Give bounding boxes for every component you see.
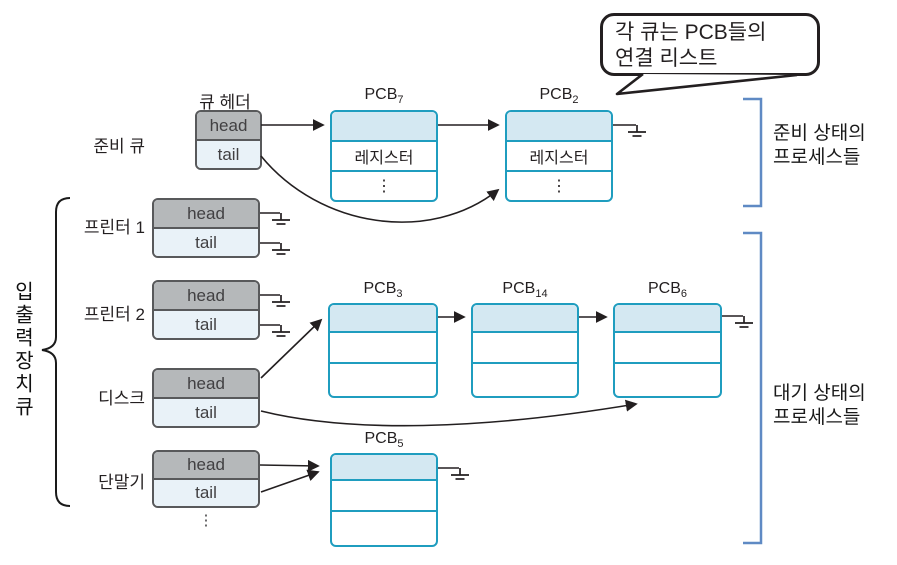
waiting-state-bracket-label: 대기 상태의 프로세스들	[773, 382, 866, 431]
ground-icon	[734, 315, 754, 328]
pcb2-link-cell	[507, 112, 611, 140]
pcb5-label: PCB5	[330, 430, 438, 450]
terminal-queue-ellipsis: ⋮	[198, 512, 214, 529]
printer2-queue-header-box: head tail	[152, 280, 260, 340]
queue-header-title: 큐 헤더	[199, 93, 251, 112]
printer1-head-cell: head	[154, 200, 258, 229]
pcb7-link-cell	[332, 112, 436, 140]
disk-queue-label: 디스크	[98, 389, 145, 408]
printer2-head-cell: head	[154, 282, 258, 311]
ready-queue-header-box: head tail	[195, 110, 262, 170]
printer1-tail-cell: tail	[154, 229, 258, 256]
terminal-queue-header-box: head tail	[152, 450, 260, 508]
pcb2-register-cell: 레지스터	[507, 140, 611, 170]
arrow-disk-tail-to-pcb6	[260, 399, 638, 427]
pcb5-cell2	[332, 478, 436, 510]
pcb14-sub: 14	[535, 288, 548, 301]
pcb7-ellipsis-cell: ⋮	[332, 170, 436, 200]
pcb3-cell3	[330, 361, 436, 396]
pcb7-label: PCB7	[330, 86, 438, 106]
ground-icon	[271, 212, 291, 225]
printer1-queue-header-box: head tail	[152, 198, 260, 258]
ground-icon	[271, 324, 291, 337]
printer2-queue-label: 프린터 2	[83, 305, 145, 324]
pcb6-cell2	[615, 330, 720, 362]
pcb3-link-cell	[330, 305, 436, 331]
ready-queue-label: 준비 큐	[93, 137, 145, 156]
curly-brace-icon	[41, 197, 71, 507]
speech-bubble: 각 큐는 PCB들의 연결 리스트	[600, 13, 820, 76]
pcb6-link-cell	[615, 305, 720, 331]
disk-head-cell: head	[154, 370, 258, 399]
ready-state-line2: 프로세스들	[773, 147, 861, 169]
ground-icon	[271, 242, 291, 255]
pcb2-box: 레지스터 ⋮	[505, 110, 613, 202]
pcb6-label: PCB6	[613, 280, 722, 300]
pcb5-cell3	[332, 510, 436, 545]
waiting-state-line2: 프로세스들	[773, 407, 861, 429]
pcb7-register-cell: 레지스터	[332, 140, 436, 170]
pcb7-sub: 7	[397, 94, 404, 107]
disk-tail-cell: tail	[154, 399, 258, 426]
pcb14-base: PCB	[502, 280, 536, 297]
ready-tail-cell: tail	[197, 141, 260, 168]
pcb14-cell2	[473, 330, 577, 362]
ready-state-bracket-label: 준비 상태의 프로세스들	[773, 122, 866, 171]
pcb3-sub: 3	[396, 288, 403, 301]
io-device-queue-vertical-label: 입출력장치큐	[11, 281, 33, 419]
speech-bubble-line1: 각 큐는 PCB들의	[615, 21, 767, 44]
pcb6-cell3	[615, 361, 720, 396]
ready-state-bracket-icon	[743, 97, 763, 208]
arrow-terminal-head-to-pcb5	[259, 459, 320, 472]
pcb5-sub: 5	[397, 438, 404, 451]
waiting-state-bracket-icon	[743, 231, 763, 545]
printer2-tail-cell: tail	[154, 311, 258, 338]
pcb5-link-cell	[332, 455, 436, 479]
ready-state-line1: 준비 상태의	[773, 123, 866, 144]
disk-queue-header-box: head tail	[152, 368, 260, 428]
pcb14-cell3	[473, 361, 577, 396]
pcb3-cell2	[330, 330, 436, 362]
arrow-terminal-tail-to-pcb5	[260, 469, 320, 493]
pcb2-label: PCB2	[505, 86, 613, 106]
arrow-disk-head-to-pcb3	[260, 318, 323, 379]
speech-bubble-tail	[615, 72, 798, 96]
terminal-tail-cell: tail	[154, 480, 258, 506]
ground-icon	[450, 467, 470, 480]
pcb7-base: PCB	[364, 86, 398, 103]
pcb6-base: PCB	[647, 280, 681, 297]
waiting-state-line1: 대기 상태의	[773, 383, 866, 404]
pcb14-link-cell	[473, 305, 577, 331]
pcb3-box	[328, 303, 438, 398]
terminal-head-cell: head	[154, 452, 258, 480]
pcb3-label: PCB3	[328, 280, 438, 300]
pcb3-base: PCB	[363, 280, 397, 297]
pcb6-sub: 6	[680, 288, 688, 301]
ground-icon	[627, 124, 647, 137]
ground-icon	[271, 294, 291, 307]
pcb2-base: PCB	[539, 86, 573, 103]
terminal-queue-label: 단말기	[98, 473, 145, 492]
pcb5-box	[330, 453, 438, 547]
pcb2-ellipsis-cell: ⋮	[507, 170, 611, 200]
pcb7-box: 레지스터 ⋮	[330, 110, 438, 202]
pcb6-box	[613, 303, 722, 398]
pcb2-sub: 2	[572, 94, 579, 107]
speech-bubble-line2: 연결 리스트	[615, 47, 718, 71]
ready-head-cell: head	[197, 112, 260, 141]
printer1-queue-label: 프린터 1	[83, 218, 145, 237]
pcb5-base: PCB	[364, 430, 398, 447]
pcb14-label: PCB14	[471, 280, 579, 300]
pcb14-box	[471, 303, 579, 398]
